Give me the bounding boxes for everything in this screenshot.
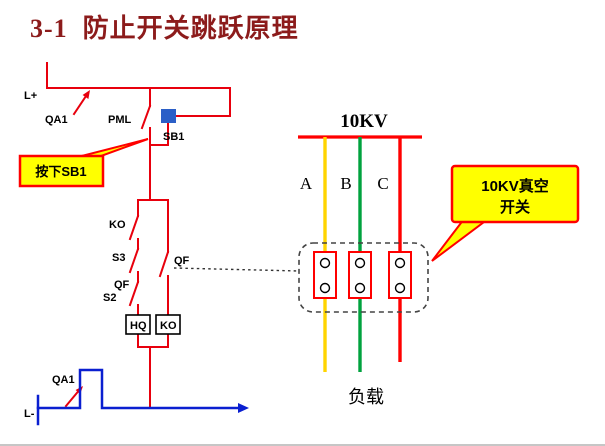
terminal-icon (354, 282, 366, 294)
phase-lines (323, 137, 402, 372)
label-ko-contact: KO (109, 219, 126, 231)
label-hq-coil: HQ (130, 320, 147, 332)
callout-press-sb1: 按下SB1 (18, 138, 149, 188)
terminal-icon (394, 257, 406, 269)
sb1-button (161, 109, 176, 123)
vacuum-switch-poles (313, 251, 412, 299)
label-pml: PML (108, 114, 132, 126)
sb1-branch (149, 87, 231, 146)
callout-box (18, 154, 105, 188)
pole-c-box (388, 251, 412, 299)
negative-rail-line (36, 368, 240, 410)
label-ko-coil: KO (160, 320, 177, 332)
terminal-icon (319, 282, 331, 294)
linkage-dotted-line (173, 267, 300, 272)
callout-box (450, 164, 580, 224)
label-l-minus: L- (24, 408, 35, 420)
negative-rail (36, 368, 240, 426)
ko-coil-box (155, 314, 181, 335)
circuit-labels: L+ QA1 PML SB1 KO S3 QF S2 QF HQ KO QA1 … (24, 90, 190, 420)
pole-b-box (348, 251, 372, 299)
terminal-icon (394, 282, 406, 294)
pml-branch (140, 87, 152, 201)
callout-pointer (431, 218, 491, 262)
pole-a-box (313, 251, 337, 299)
coil-join-lines (137, 333, 169, 409)
phase-labels: A B C (300, 174, 389, 193)
page-title: 3-1 防止开关跳跃原理 (30, 14, 299, 43)
label-s3: S3 (112, 252, 125, 264)
label-sb1: SB1 (163, 131, 184, 143)
callout-press-sb1-text: 按下SB1 (35, 164, 86, 179)
label-load: 负载 (348, 387, 384, 407)
callout-vacuum-switch-text-line1: 10KV真空 (481, 177, 549, 195)
vacuum-switch-enclosure (298, 242, 429, 313)
label-phase-b: B (340, 174, 351, 193)
label-qf-left: QF (114, 279, 130, 291)
coil-boxes (125, 314, 181, 335)
label-qf-right: QF (174, 255, 190, 267)
terminal-icon (319, 257, 331, 269)
negative-rail-arrow (238, 403, 249, 413)
label-l-plus: L+ (24, 90, 37, 102)
label-busbar-voltage: 10KV (340, 111, 388, 132)
label-s2: S2 (103, 292, 116, 304)
label-phase-a: A (300, 174, 313, 193)
label-qa1-top: QA1 (45, 114, 68, 126)
callout-vacuum-switch-text-line2: 开关 (500, 198, 530, 216)
left-branch-contacts (128, 199, 140, 316)
callout-vacuum-switch: 10KV真空 开关 (431, 164, 580, 262)
label-phase-c: C (377, 174, 388, 193)
qa1-top-arrow (82, 90, 90, 99)
right-branch-contact (158, 199, 170, 316)
hq-coil-box (125, 314, 151, 335)
pole-terminal-circles (319, 257, 406, 294)
label-qa1-bottom: QA1 (52, 374, 75, 386)
terminal-icon (354, 257, 366, 269)
control-circuit-lines (46, 62, 231, 409)
